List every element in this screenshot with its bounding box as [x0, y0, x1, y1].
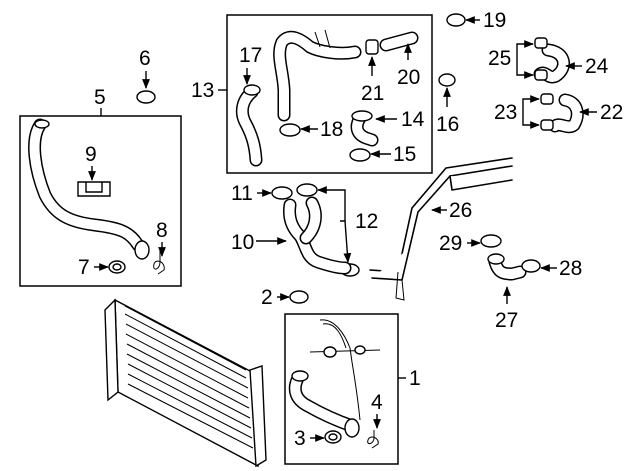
- clamp-16: [438, 73, 456, 87]
- callout-24: 24: [585, 55, 609, 78]
- callout-labels: 1 2 3 4 5 6 7 8 9 10 11 12 13 14 15 16 1…: [78, 9, 623, 450]
- callout-26: 26: [449, 199, 472, 222]
- callout-29: 29: [439, 232, 462, 255]
- callout-8: 8: [156, 219, 168, 242]
- clamp-2: [289, 290, 309, 304]
- callout-6: 6: [139, 47, 151, 70]
- callout-28: 28: [559, 257, 582, 280]
- callout-27: 27: [495, 309, 518, 332]
- clamp-6: [136, 90, 156, 104]
- clamp-29: [480, 234, 502, 248]
- callout-3: 3: [294, 427, 306, 450]
- group-box-5: [19, 108, 182, 287]
- callout-17: 17: [239, 44, 262, 67]
- leaders: [88, 16, 597, 442]
- callout-9: 9: [85, 143, 97, 166]
- clamp-11: [271, 186, 293, 200]
- callout-25: 25: [488, 47, 511, 70]
- callout-1: 1: [409, 367, 421, 390]
- callout-2: 2: [261, 286, 273, 309]
- group-box-13: [218, 14, 433, 174]
- radiator: [104, 298, 267, 468]
- callout-16: 16: [436, 113, 459, 136]
- callout-7: 7: [78, 256, 90, 279]
- callout-10: 10: [231, 231, 254, 254]
- pipe-26: [369, 157, 513, 301]
- clamp-28: [521, 259, 541, 273]
- group-box-1: [284, 313, 406, 465]
- callout-18: 18: [320, 118, 343, 141]
- clamp-12: [296, 183, 318, 197]
- callout-5: 5: [94, 86, 106, 109]
- callout-20: 20: [397, 66, 420, 89]
- callout-21: 21: [361, 82, 384, 105]
- callout-22: 22: [600, 101, 623, 124]
- clamp-19: [446, 13, 466, 27]
- hose-27: [487, 253, 527, 281]
- callout-4: 4: [371, 391, 383, 414]
- callout-14: 14: [401, 108, 425, 131]
- callout-11: 11: [231, 182, 253, 205]
- callout-19: 19: [483, 9, 506, 32]
- callout-13: 13: [191, 79, 214, 102]
- callout-23: 23: [494, 101, 517, 124]
- callout-12: 12: [355, 210, 378, 233]
- hose-10: [283, 196, 352, 275]
- callout-15: 15: [393, 143, 416, 166]
